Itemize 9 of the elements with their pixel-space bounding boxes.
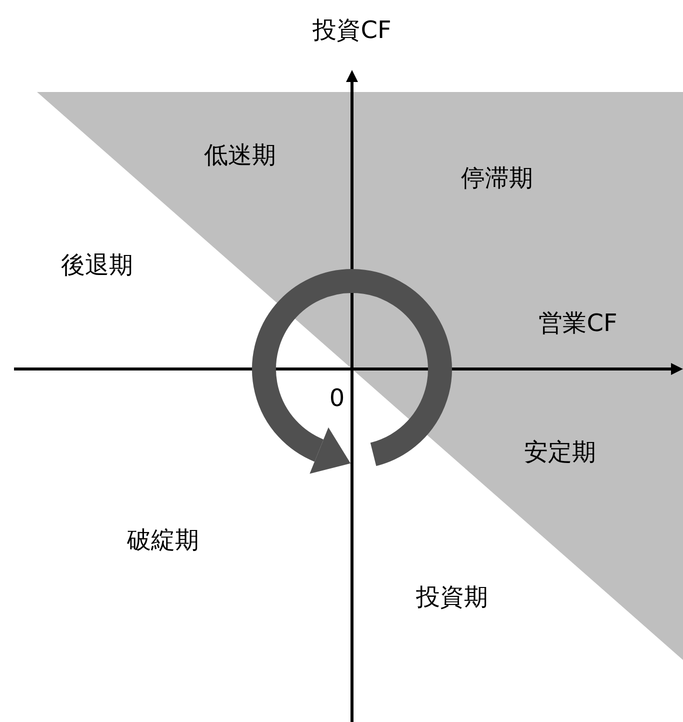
axis-or-region-label: 後退期 (61, 253, 133, 277)
axis-or-region-label: 安定期 (524, 440, 596, 464)
axis-or-region-label: 営業CF (538, 311, 618, 335)
axis-or-region-label: 低迷期 (204, 143, 276, 167)
axis-or-region-label: 投資期 (416, 585, 488, 609)
axis-or-region-label: 破綻期 (127, 528, 199, 552)
axis-or-region-label: 停滞期 (461, 166, 533, 190)
axis-or-region-label: 投資CF (312, 18, 392, 42)
axis-or-region-label: 0 (329, 386, 345, 410)
